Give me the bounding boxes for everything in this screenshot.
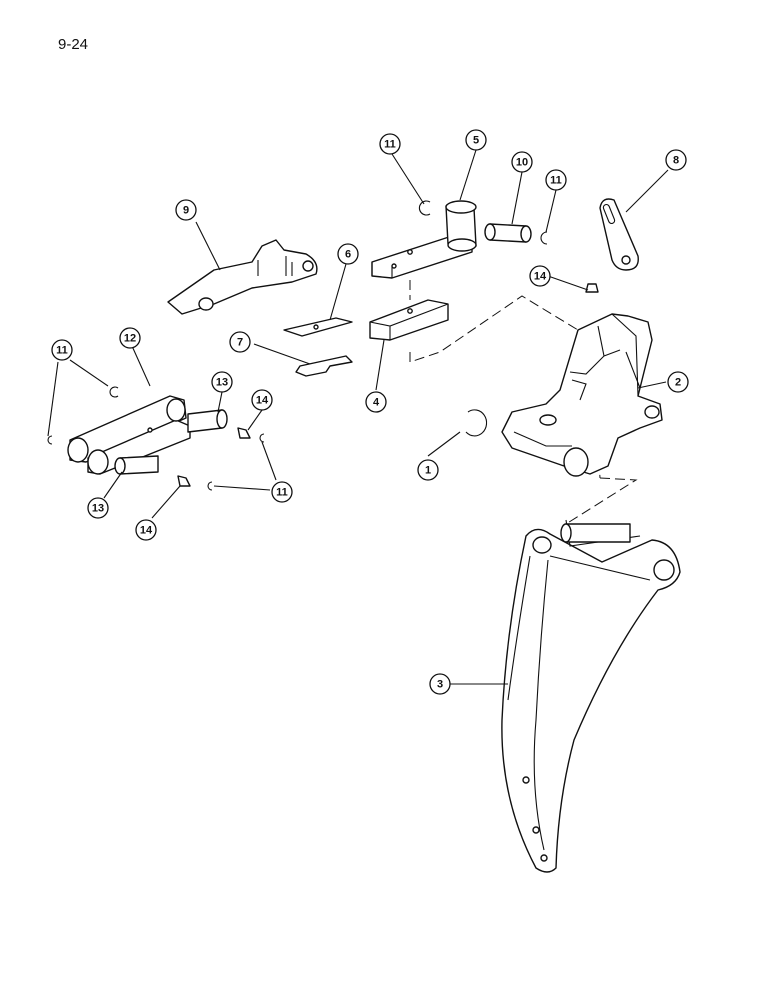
- part-6-shim: [283, 317, 353, 337]
- callout-9: 9: [175, 199, 197, 221]
- callout-label: 9: [183, 205, 189, 217]
- part-13-pins: [114, 409, 228, 475]
- callout-circle: [175, 199, 197, 221]
- callout-circle: [119, 327, 141, 349]
- callout-label: 12: [124, 333, 136, 345]
- callout-12: 12: [119, 327, 141, 349]
- callout-circle: [465, 129, 487, 151]
- callout-5: 5: [465, 129, 487, 151]
- callout-circle: [529, 265, 551, 287]
- part-11-clips: [47, 200, 548, 491]
- callout-circle: [667, 371, 689, 393]
- callout-label: 4: [373, 397, 380, 409]
- callout-13: 13: [211, 371, 233, 393]
- callout-circle: [365, 391, 387, 413]
- callout-circle: [379, 133, 401, 155]
- callout-circle: [211, 371, 233, 393]
- callout-circle: [135, 519, 157, 541]
- callout-14: 14: [135, 519, 157, 541]
- callout-circle: [665, 149, 687, 171]
- part-8-link: [599, 198, 639, 271]
- callout-label: 11: [550, 175, 562, 187]
- callout-circle: [429, 673, 451, 695]
- part-1-snap-ring: [465, 409, 488, 437]
- callout-circle: [251, 389, 273, 411]
- callout-11: 11: [379, 133, 401, 155]
- callout-label: 11: [56, 345, 68, 357]
- page-number: 9-24: [58, 36, 89, 53]
- callout-circle: [545, 169, 567, 191]
- callout-11: 11: [51, 339, 73, 361]
- part-3-arm: [501, 519, 681, 873]
- callout-circle: [51, 339, 73, 361]
- callout-label: 13: [216, 377, 228, 389]
- part-12-link-assembly: [67, 395, 191, 475]
- part-10-pin: [484, 223, 532, 243]
- callout-14: 14: [251, 389, 273, 411]
- callout-4: 4: [365, 391, 387, 413]
- callout-circle: [417, 459, 439, 481]
- callout-circle: [229, 331, 251, 353]
- callout-label: 10: [516, 157, 528, 169]
- callout-2: 2: [667, 371, 689, 393]
- callout-label: 6: [345, 249, 351, 261]
- callout-label: 1: [425, 465, 431, 477]
- callout-6: 6: [337, 243, 359, 265]
- callout-label: 14: [256, 395, 269, 407]
- callout-3: 3: [429, 673, 451, 695]
- callout-11: 11: [545, 169, 567, 191]
- callout-label: 3: [437, 679, 443, 691]
- callout-label: 13: [92, 503, 104, 515]
- callout-13: 13: [87, 497, 109, 519]
- callout-circle: [87, 497, 109, 519]
- callout-10: 10: [511, 151, 533, 173]
- callout-1: 1: [417, 459, 439, 481]
- part-2-bracket: [501, 313, 663, 477]
- callout-8: 8: [665, 149, 687, 171]
- callout-label: 8: [673, 155, 679, 167]
- callout-label: 2: [675, 377, 681, 389]
- callout-7: 7: [229, 331, 251, 353]
- leader-lines: [47, 149, 669, 685]
- callout-11: 11: [271, 481, 293, 503]
- part-4-block: [369, 299, 449, 341]
- callout-label: 14: [534, 271, 547, 283]
- part-9-lever: [167, 239, 318, 315]
- callout-14: 14: [529, 265, 551, 287]
- callout-label: 11: [384, 139, 396, 151]
- part-7-shim: [295, 355, 353, 377]
- callout-circle: [511, 151, 533, 173]
- part-14-fittings: [177, 283, 599, 487]
- callout-label: 7: [237, 337, 243, 349]
- callout-circle: [337, 243, 359, 265]
- part-5-hinge-plate: [371, 200, 477, 279]
- callout-label: 11: [276, 487, 288, 499]
- callout-label: 5: [473, 135, 479, 147]
- callout-circle: [271, 481, 293, 503]
- callout-label: 14: [140, 525, 153, 537]
